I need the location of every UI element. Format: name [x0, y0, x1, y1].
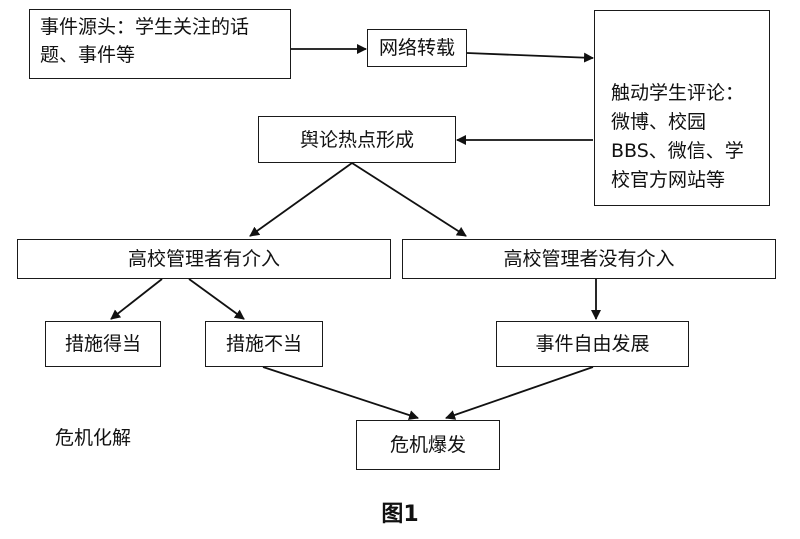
figure-caption: 图1: [381, 502, 419, 527]
edge-repost-to-comment: [466, 52, 594, 63]
node-comment-label: 触动学生评论：微博、校园 BBS、微信、学校官方网站等: [611, 82, 745, 191]
node-no-intervene-label: 高校管理者没有介入: [503, 248, 675, 270]
node-intervene-label: 高校管理者有介入: [127, 248, 280, 270]
node-intervene: 高校管理者有介入: [17, 239, 391, 279]
edge-hotspot-to-intervene: [249, 162, 353, 237]
node-improper: 措施不当: [205, 321, 323, 367]
node-source: 事件源头：学生关注的话题、事件等: [29, 9, 291, 79]
node-hotspot: 舆论热点形成: [258, 116, 456, 163]
edge-intervene-to-proper: [110, 278, 163, 320]
node-free-development: 事件自由发展: [496, 321, 689, 367]
edge-hotspot-to-no-intervene: [351, 162, 467, 237]
node-no-intervene: 高校管理者没有介入: [402, 239, 776, 279]
edge-improper-to-crisis: [262, 366, 419, 420]
node-free-development-label: 事件自由发展: [535, 333, 650, 355]
node-resolved-label: 危机化解: [54, 427, 131, 449]
edge-free-development-to-crisis: [445, 366, 594, 420]
node-improper-label: 措施不当: [225, 333, 302, 355]
node-repost: 网络转载: [367, 29, 467, 67]
node-crisis: 危机爆发: [356, 420, 500, 470]
node-comment: 触动学生评论：微博、校园 BBS、微信、学校官方网站等: [594, 10, 770, 206]
node-source-label: 事件源头：学生关注的话题、事件等: [40, 16, 250, 66]
edge-intervene-to-improper: [188, 278, 245, 320]
node-crisis-label: 危机爆发: [389, 434, 466, 456]
node-repost-label: 网络转载: [378, 37, 455, 59]
node-proper-label: 措施得当: [64, 333, 141, 355]
node-proper: 措施得当: [45, 321, 161, 367]
node-hotspot-label: 舆论热点形成: [299, 128, 414, 151]
node-resolved: 危机化解: [26, 416, 160, 460]
